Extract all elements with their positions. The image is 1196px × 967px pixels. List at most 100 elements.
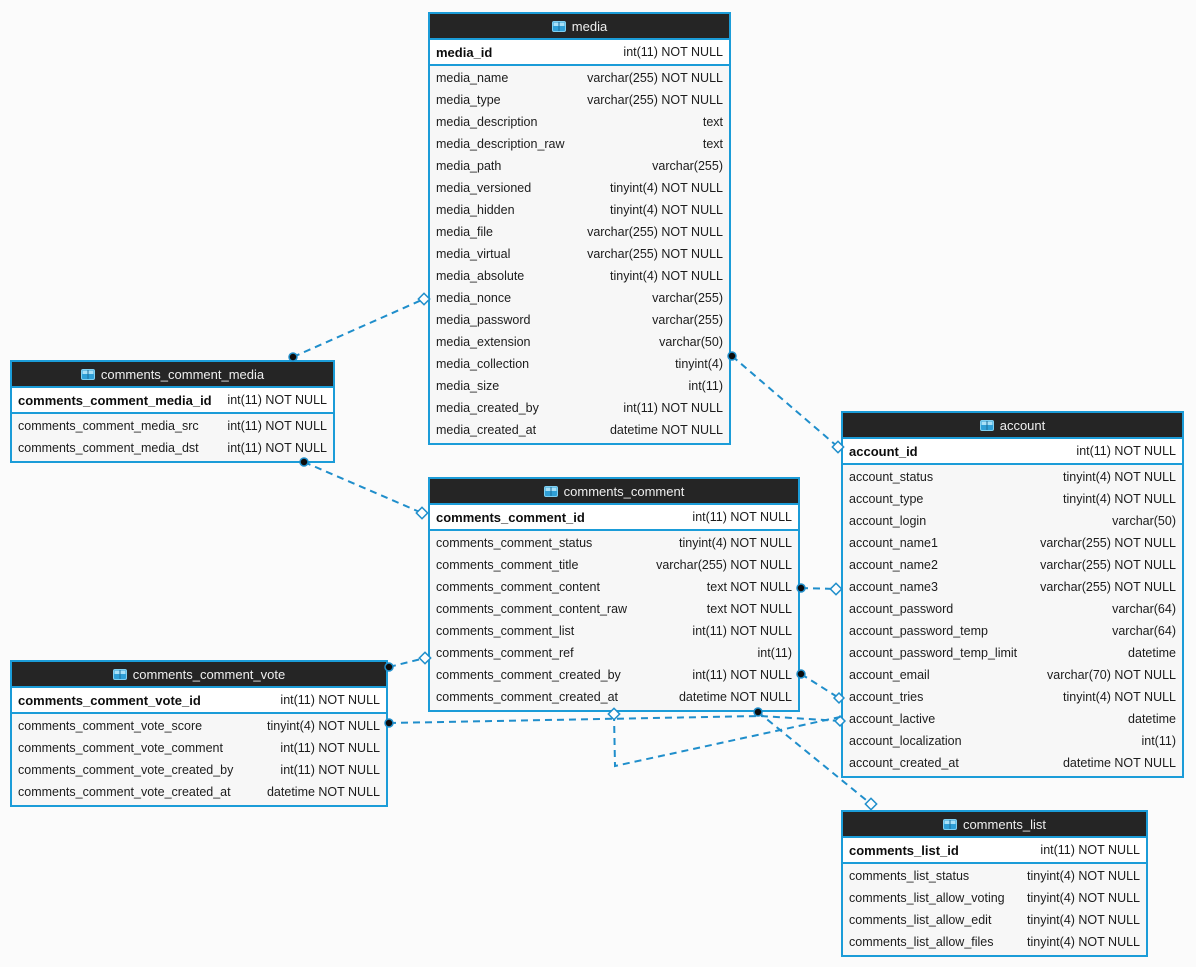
column-name: media_extension <box>436 335 531 349</box>
table-comments-comment-media[interactable]: comments_comment_media comments_comment_… <box>10 360 335 463</box>
column-name: comments_comment_ref <box>436 646 574 660</box>
table-title: comments_comment_media <box>100 366 265 382</box>
column-type: datetime NOT NULL <box>1062 756 1176 770</box>
pk-column-type: int(11) NOT NULL <box>1076 444 1176 458</box>
column-type: text <box>702 115 723 129</box>
pk-column-name: media_id <box>436 44 493 60</box>
table-comments-comment-header[interactable]: comments_comment <box>430 479 798 505</box>
column-type: datetime NOT NULL <box>266 785 380 799</box>
one-end-diamond <box>864 797 878 811</box>
column-name: account_type <box>849 492 924 506</box>
pk-column-type: int(11) NOT NULL <box>227 393 327 407</box>
column-name: media_absolute <box>436 269 525 283</box>
column-name: comments_comment_created_by <box>436 668 621 682</box>
table-media[interactable]: media media_id int(11) NOT NULL media_na… <box>428 12 731 445</box>
column-type: varchar(255) NOT NULL <box>587 247 723 261</box>
column-type: datetime NOT NULL <box>678 690 792 704</box>
column-name: comments_comment_title <box>436 558 579 572</box>
column-type: int(11) <box>1141 734 1176 748</box>
table-comments-list-header[interactable]: comments_list <box>843 812 1146 838</box>
pk-column-name: comments_comment_media_id <box>18 392 212 408</box>
column-name: account_lactive <box>849 712 936 726</box>
connection-vote-account <box>384 714 847 728</box>
table-icon <box>80 368 95 380</box>
column-type: tinyint(4) NOT NULL <box>610 181 723 195</box>
column-name: comments_comment_list <box>436 624 575 638</box>
table-media-header[interactable]: media <box>430 14 729 40</box>
column-name: media_hidden <box>436 203 515 217</box>
column-name: media_description_raw <box>436 137 565 151</box>
table-title: media <box>571 18 608 34</box>
column-name: comments_comment_media_src <box>18 419 199 433</box>
column-type: varchar(255) NOT NULL <box>1040 558 1176 572</box>
column-type: int(11) NOT NULL <box>623 401 723 415</box>
table-comments-comment-vote-header[interactable]: comments_comment_vote <box>12 662 386 688</box>
connection-ccmedia-media <box>288 292 431 362</box>
table-comments-comment-media-header[interactable]: comments_comment_media <box>12 362 333 388</box>
pk-column-type: int(11) NOT NULL <box>692 510 792 524</box>
table-icon <box>112 668 127 680</box>
table-icon <box>942 818 957 830</box>
column-type: tinyint(4) NOT NULL <box>1027 891 1140 905</box>
column-type: tinyint(4) NOT NULL <box>267 719 380 733</box>
column-type: varchar(64) <box>1112 624 1176 638</box>
table-icon <box>543 485 558 497</box>
column-type: int(11) <box>757 646 792 660</box>
column-type: int(11) NOT NULL <box>227 441 327 455</box>
table-comments-comment[interactable]: comments_comment comments_comment_id int… <box>428 477 800 712</box>
pk-column-type: int(11) NOT NULL <box>280 693 380 707</box>
table-title: comments_comment_vote <box>132 666 286 682</box>
column-name: media_file <box>436 225 493 239</box>
connection-media-account <box>727 351 845 454</box>
column-type: varchar(255) <box>652 291 723 305</box>
column-type: varchar(50) <box>1112 514 1176 528</box>
table-row: media_nonce varchar(255) <box>430 287 729 309</box>
column-type: tinyint(4) NOT NULL <box>1027 935 1140 949</box>
column-name: account_localization <box>849 734 962 748</box>
column-name: account_email <box>849 668 930 682</box>
column-name: comments_comment_vote_created_by <box>18 763 234 777</box>
table-comments-list[interactable]: comments_list comments_list_id int(11) N… <box>841 810 1148 957</box>
column-type: tinyint(4) NOT NULL <box>1063 470 1176 484</box>
column-type: tinyint(4) NOT NULL <box>610 269 723 283</box>
column-type: text NOT NULL <box>706 580 792 594</box>
column-type: text NOT NULL <box>706 602 792 616</box>
table-account-header[interactable]: account <box>843 413 1182 439</box>
column-name: comments_comment_vote_comment <box>18 741 223 755</box>
column-type: varchar(255) <box>652 159 723 173</box>
table-row-pk: comments_comment_media_id int(11) NOT NU… <box>12 388 333 414</box>
connection-comment-account-upper <box>796 582 843 596</box>
table-account[interactable]: account account_id int(11) NOT NULL acco… <box>841 411 1184 778</box>
pk-column-type: int(11) NOT NULL <box>623 45 723 59</box>
column-name: media_virtual <box>436 247 511 261</box>
table-row-pk: media_id int(11) NOT NULL <box>430 40 729 66</box>
column-type: varchar(255) <box>652 313 723 327</box>
table-row: account_localization int(11) <box>843 730 1182 752</box>
one-end-diamond <box>415 506 429 520</box>
column-name: media_nonce <box>436 291 512 305</box>
column-name: account_name1 <box>849 536 938 550</box>
column-type: tinyint(4) NOT NULL <box>1063 492 1176 506</box>
table-comments-comment-vote[interactable]: comments_comment_vote comments_comment_v… <box>10 660 388 807</box>
column-name: account_tries <box>849 690 924 704</box>
table-row-pk: account_id int(11) NOT NULL <box>843 439 1182 465</box>
